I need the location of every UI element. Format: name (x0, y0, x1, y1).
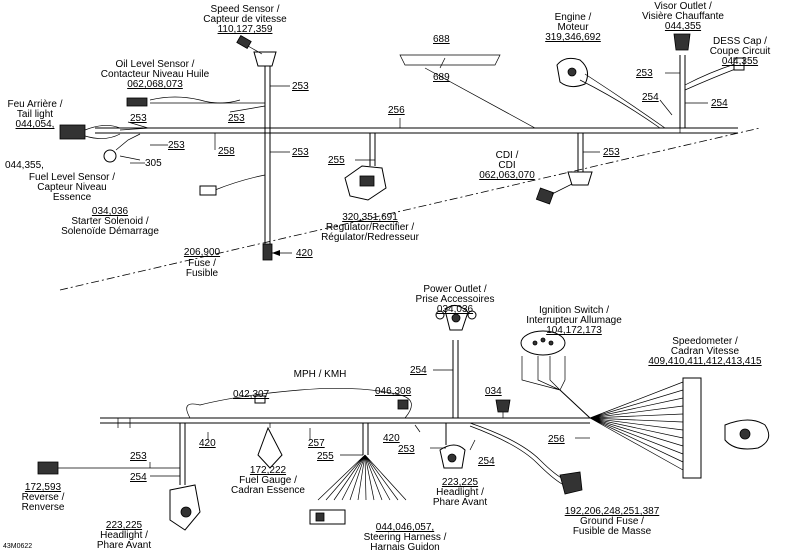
ref-689: 689 (433, 72, 450, 83)
ref-255-bottom: 255 (317, 451, 334, 462)
ref-253-e: 253 (292, 147, 309, 158)
ref-046-308: 046,308 (375, 386, 412, 397)
ref-253-a: 253 (292, 81, 309, 92)
ref-255: 255 (328, 155, 345, 166)
ref-688: 688 (433, 34, 450, 45)
ref-253-bottom-a: 253 (130, 451, 147, 462)
top-harness (59, 33, 761, 291)
ref-254-b: 254 (711, 98, 728, 109)
ref-254-a: 254 (642, 92, 659, 103)
bottom-harness (37, 305, 770, 531)
ref-253-d: 253 (168, 140, 185, 151)
ref-420-bottom-a: 420 (199, 438, 216, 449)
speedometer-wires (589, 381, 684, 471)
ref-420-bottom-b: 420 (383, 433, 400, 444)
oil-level-label: Oil Level Sensor /Contacteur Niveau Huil… (101, 59, 210, 90)
tail-light-codes-2: 044,355, (5, 160, 44, 171)
ref-253-bottom-b: 253 (398, 444, 415, 455)
ref-305: 305 (145, 158, 162, 169)
ref-420: 420 (296, 248, 313, 259)
ref-254-bottom-c: 254 (478, 456, 495, 467)
ref-258: 258 (218, 146, 235, 157)
ref-257-bottom: 257 (308, 438, 325, 449)
ref-253-f: 253 (603, 147, 620, 158)
ref-254-bottom-a: 254 (130, 472, 147, 483)
figure-code: 43M0622 (3, 543, 32, 550)
steering-wires (317, 454, 407, 501)
steering-harness-label: 044,046,057,Steering Harness /Harnais Gu… (364, 522, 447, 551)
mph-kmh-label: MPH / KMH (294, 369, 347, 380)
ref-253-c: 253 (130, 113, 147, 124)
ref-253-g: 253 (636, 68, 653, 79)
ref-253-b: 253 (228, 113, 245, 124)
ref-256-bottom: 256 (548, 434, 565, 445)
ref-256: 256 (388, 105, 405, 116)
ref-254-bottom-b: 254 (410, 365, 427, 376)
ref-034: 034 (485, 386, 502, 397)
ref-042-307: 042,307 (233, 389, 270, 400)
